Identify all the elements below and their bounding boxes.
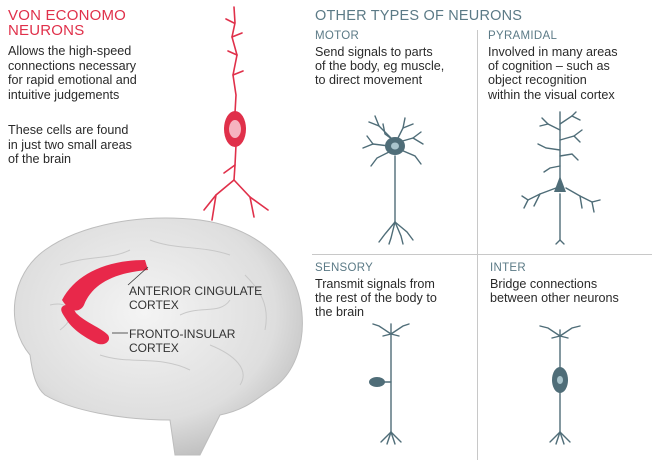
motor-neuron-icon [362,115,424,245]
anterior-cingulate-region [62,260,148,311]
inter-label: INTER [490,262,526,274]
von-economo-neuron-illustration [203,6,269,221]
other-neurons-title: OTHER TYPES OF NEURONS [315,8,523,24]
inter-description: Bridge connections between other neurons [490,277,619,306]
pyramidal-label: PYRAMIDAL [488,30,558,42]
sensory-label: SENSORY [315,262,374,274]
inter-neuron-icon [539,325,581,445]
motor-label: MOTOR [315,30,360,42]
von-economo-title: VON ECONOMO NEURONS [8,7,127,39]
pyramidal-description: Involved in many areas of cognition – su… [488,45,618,102]
sensory-description: Transmit signals from the rest of the bo… [315,277,437,320]
von-economo-description: Allows the high-speed connections necess… [8,44,137,102]
pyramidal-neuron-icon [521,111,601,245]
fronto-insular-region [61,305,110,345]
anterior-cingulate-label: ANTERIOR CINGULATE CORTEX [129,284,263,312]
von-economo-note: These cells are found in just two small … [8,123,132,167]
brain-illustration [13,217,303,456]
sensory-neuron-icon [369,323,410,445]
fronto-insular-label: FRONTO-INSULAR CORTEX [129,327,236,355]
divider-vertical [477,30,478,460]
divider-horizontal [312,254,652,255]
motor-description: Send signals to parts of the body, eg mu… [315,45,445,88]
